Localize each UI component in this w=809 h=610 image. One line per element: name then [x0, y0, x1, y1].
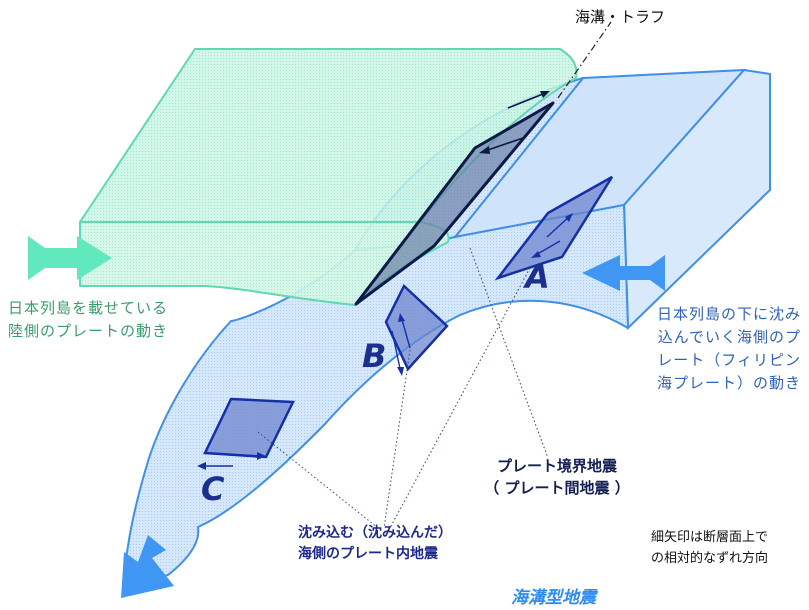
slip-arrow-note: 細矢印は断層面上で の相対的なずれ方向	[651, 527, 768, 569]
fault-a-label: A	[525, 258, 550, 296]
fault-c-slip-arrow-upper	[221, 453, 263, 457]
fault-c-slip-arrow-lower-head	[197, 462, 206, 470]
slip-arrow-note-line2: の相対的なずれ方向	[651, 551, 769, 566]
fault-a-slip-arrow-up-head	[565, 213, 573, 222]
boundary-slip-arrow-upper-head	[540, 91, 550, 98]
land-plate-caption: 日本列島を載せている陸側のプレートの動き	[8, 299, 169, 340]
leader-intraslab-a	[389, 267, 531, 529]
diagram-title: 海溝型地震	[511, 588, 596, 608]
fault-a	[494, 175, 614, 281]
fault-b	[384, 283, 449, 376]
fault-b-slip-arrow-right-head	[398, 313, 405, 322]
subduction-arrow-shape	[121, 535, 174, 598]
fault-b-slip-arrow-left	[391, 330, 402, 374]
land-arrow-shape	[28, 236, 112, 280]
plate-boundary-fault	[354, 91, 555, 306]
land-arrow-tail	[28, 236, 45, 248]
intraslab-quake-line2: 海側のプレート内地震	[298, 546, 438, 562]
intraslab-quake-line1: 沈み込む（沈み込んだ）	[298, 525, 452, 541]
continental-plate-texture	[80, 49, 577, 305]
slip-arrow-note-line1: 細矢印は断層面上で	[651, 530, 769, 545]
boundary-slip-arrow-lower-head	[479, 146, 490, 154]
fault-b-plane	[384, 283, 449, 372]
leader-interplate	[469, 247, 549, 459]
boundary-slip-arrow-upper	[507, 91, 549, 109]
plate-boundary-fault-plane	[354, 101, 555, 306]
fault-b-label: B	[362, 337, 387, 375]
interplate-quake-line1: プレート境界地震	[496, 457, 617, 475]
fault-b-slip-arrow-left-head	[397, 367, 404, 376]
intraslab-quake-caption: 沈み込む（沈み込んだ） 海側のプレート内地震	[298, 523, 452, 565]
trench-label: 海溝・トラフ	[575, 8, 666, 26]
trench-axis-line	[557, 21, 612, 99]
sea-arrow-tail-2	[650, 280, 665, 291]
fault-a-plane	[494, 175, 614, 281]
fault-a-slip-arrow-down-head	[531, 251, 541, 258]
interplate-quake-line2: （ プレート間地震 ）	[484, 479, 630, 497]
sea-arrow-tail	[650, 255, 665, 266]
land-arrow-tail-2	[28, 268, 45, 280]
fault-c-slip-arrow-upper-head	[257, 452, 266, 460]
fault-c-label: C	[201, 470, 225, 508]
land-plate-motion-arrow	[28, 236, 112, 280]
leader-lines	[257, 247, 549, 529]
sea-plate-motion-arrow	[582, 255, 665, 291]
subduction-direction-arrow	[121, 535, 174, 598]
sea-arrow-shape	[582, 255, 665, 291]
interplate-quake-caption: プレート境界地震 （ プレート間地震 ）	[478, 455, 636, 499]
leader-intraslab-c	[257, 431, 379, 529]
leader-intraslab-b	[383, 349, 411, 529]
sea-plate-caption: 日本列島の下に沈み込んでいく海側のプレート（フィリピン海プレート）の動き	[656, 305, 801, 392]
oceanic-plate-slab-texture	[124, 78, 628, 585]
